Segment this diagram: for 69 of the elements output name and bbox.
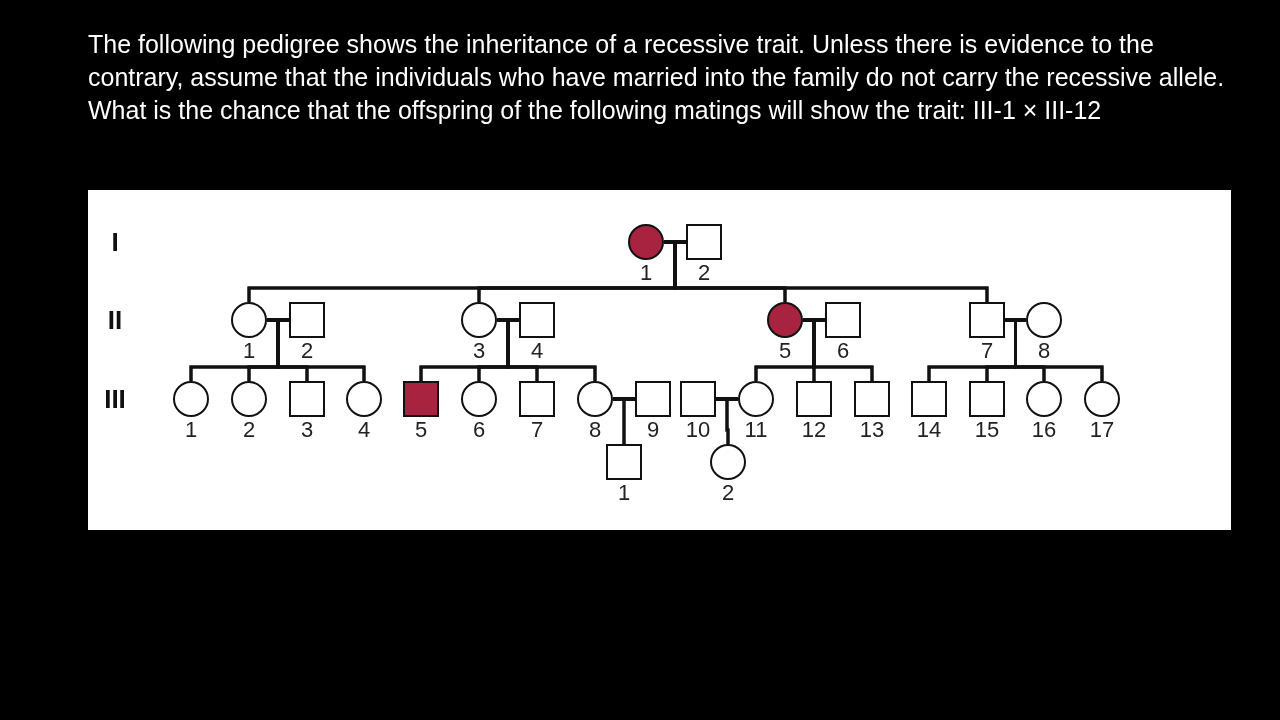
female-circle	[461, 302, 497, 338]
male-square	[911, 381, 947, 417]
individual-number: 16	[1030, 418, 1058, 442]
individual-number: 6	[471, 418, 487, 442]
individual-number: 1	[638, 261, 654, 285]
male-square	[854, 381, 890, 417]
male-square	[289, 381, 325, 417]
individual-number: 9	[645, 418, 661, 442]
individual-number: 10	[684, 418, 712, 442]
female-circle	[738, 381, 774, 417]
male-square	[606, 444, 642, 480]
female-circle	[231, 302, 267, 338]
question-text: The following pedigree shows the inheritance of a recessive trait. Unless there is evidence to the contrary, assume that the individuals who have married into the family do not carry the recessive allele. What is the chance that the offspring of the following matings will show the trait: III-1 × III-12	[88, 29, 1226, 126]
female-circle	[1026, 302, 1062, 338]
marriage-line	[613, 397, 635, 401]
individual-number: 15	[973, 418, 1001, 442]
marriage-line	[664, 240, 686, 244]
individual-number: 6	[835, 339, 851, 363]
individual-number: 4	[356, 418, 372, 442]
marriage-line	[716, 397, 738, 401]
marriage-line	[803, 318, 825, 322]
male-square	[289, 302, 325, 338]
individual-number: 2	[696, 261, 712, 285]
female-circle	[767, 302, 803, 338]
individual-number: 7	[529, 418, 545, 442]
male-square	[969, 302, 1005, 338]
generation-label: III	[104, 385, 126, 413]
individual-number: 8	[1036, 339, 1052, 363]
generation-label: II	[107, 306, 123, 334]
individual-number: 5	[777, 339, 793, 363]
female-circle	[231, 381, 267, 417]
individual-number: 17	[1088, 418, 1116, 442]
female-circle	[628, 224, 664, 260]
individual-number: 7	[979, 339, 995, 363]
individual-number: 2	[720, 481, 736, 505]
individual-number: 8	[587, 418, 603, 442]
male-square	[519, 381, 555, 417]
male-square	[635, 381, 671, 417]
individual-number: 13	[858, 418, 886, 442]
female-circle	[461, 381, 497, 417]
female-circle	[1026, 381, 1062, 417]
male-square	[969, 381, 1005, 417]
male-square	[686, 224, 722, 260]
individual-number: 1	[616, 481, 632, 505]
individual-number: 2	[299, 339, 315, 363]
marriage-line	[497, 318, 519, 322]
male-square	[796, 381, 832, 417]
individual-number: 1	[183, 418, 199, 442]
female-circle	[710, 444, 746, 480]
individual-number: 3	[299, 418, 315, 442]
male-square	[519, 302, 555, 338]
individual-number: 14	[915, 418, 943, 442]
female-circle	[577, 381, 613, 417]
generation-label: I	[111, 228, 119, 256]
individual-number: 11	[743, 418, 769, 442]
marriage-line	[267, 318, 289, 322]
individual-number: 1	[241, 339, 257, 363]
individual-number: 5	[413, 418, 429, 442]
male-square	[403, 381, 439, 417]
marriage-line	[1005, 318, 1026, 322]
female-circle	[346, 381, 382, 417]
individual-number: 2	[241, 418, 257, 442]
male-square	[825, 302, 861, 338]
individual-number: 4	[529, 339, 545, 363]
male-square	[680, 381, 716, 417]
female-circle	[1084, 381, 1120, 417]
individual-number: 12	[800, 418, 828, 442]
individual-number: 3	[471, 339, 487, 363]
female-circle	[173, 381, 209, 417]
